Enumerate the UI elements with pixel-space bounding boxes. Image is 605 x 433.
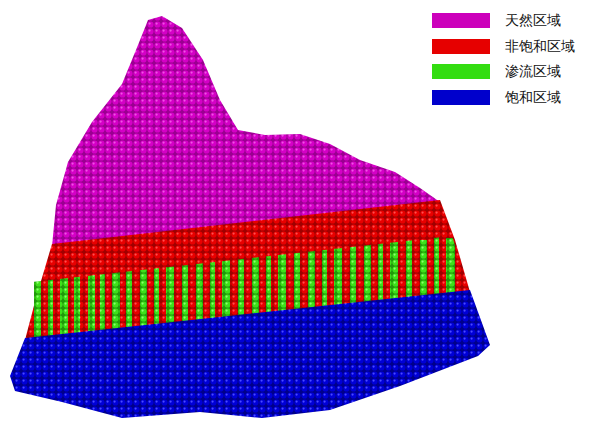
legend-label: 天然区域 bbox=[505, 11, 561, 29]
saturated-region bbox=[10, 290, 490, 418]
legend-swatch bbox=[432, 39, 490, 54]
legend-label: 饱和区域 bbox=[505, 88, 561, 106]
legend-swatch bbox=[432, 13, 490, 28]
legend-label: 渗流区域 bbox=[505, 62, 561, 80]
legend-label: 非饱和区域 bbox=[505, 37, 575, 55]
legend-swatch bbox=[432, 64, 490, 79]
legend-swatch bbox=[432, 90, 490, 105]
